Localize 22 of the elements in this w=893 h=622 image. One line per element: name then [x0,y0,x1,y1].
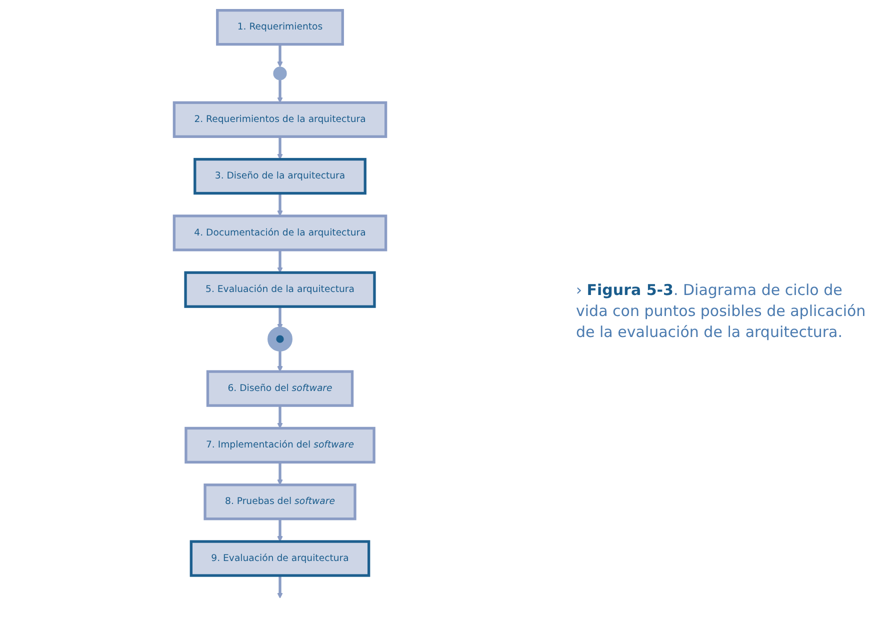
node-circle [268,326,292,352]
arrow [277,518,283,542]
arrow [277,348,283,372]
arrow [277,250,283,273]
arrow [277,462,283,486]
node-box: 9. Evaluación de arquitectura [190,540,370,577]
node-box: 5. Evaluación de la arquitectura [184,271,376,308]
arrow [277,44,283,68]
arrow [277,80,283,103]
node-box: 1. Requerimientos [216,9,344,46]
node-circle [273,66,287,80]
node-box: 3. Diseño de la arquitectura [194,158,366,195]
figure-caption: › Figura 5-3. Diagrama de ciclo de vida con puntos posibles de aplicación de la evaluación de la arquitectura. [576,280,867,342]
arrow [277,406,283,428]
node-box: 6. Diseño del software [206,370,354,407]
node-box: 8. Pruebas del software [204,484,356,520]
arrow [277,136,283,160]
node-box: 2. Requerimientos de la arquitectura [172,101,388,138]
node-box: 7. Implementación del software [184,426,376,464]
arrow [277,193,283,216]
arrow [277,576,283,598]
node-box: 4. Documentación de la arquitectura [172,214,388,252]
